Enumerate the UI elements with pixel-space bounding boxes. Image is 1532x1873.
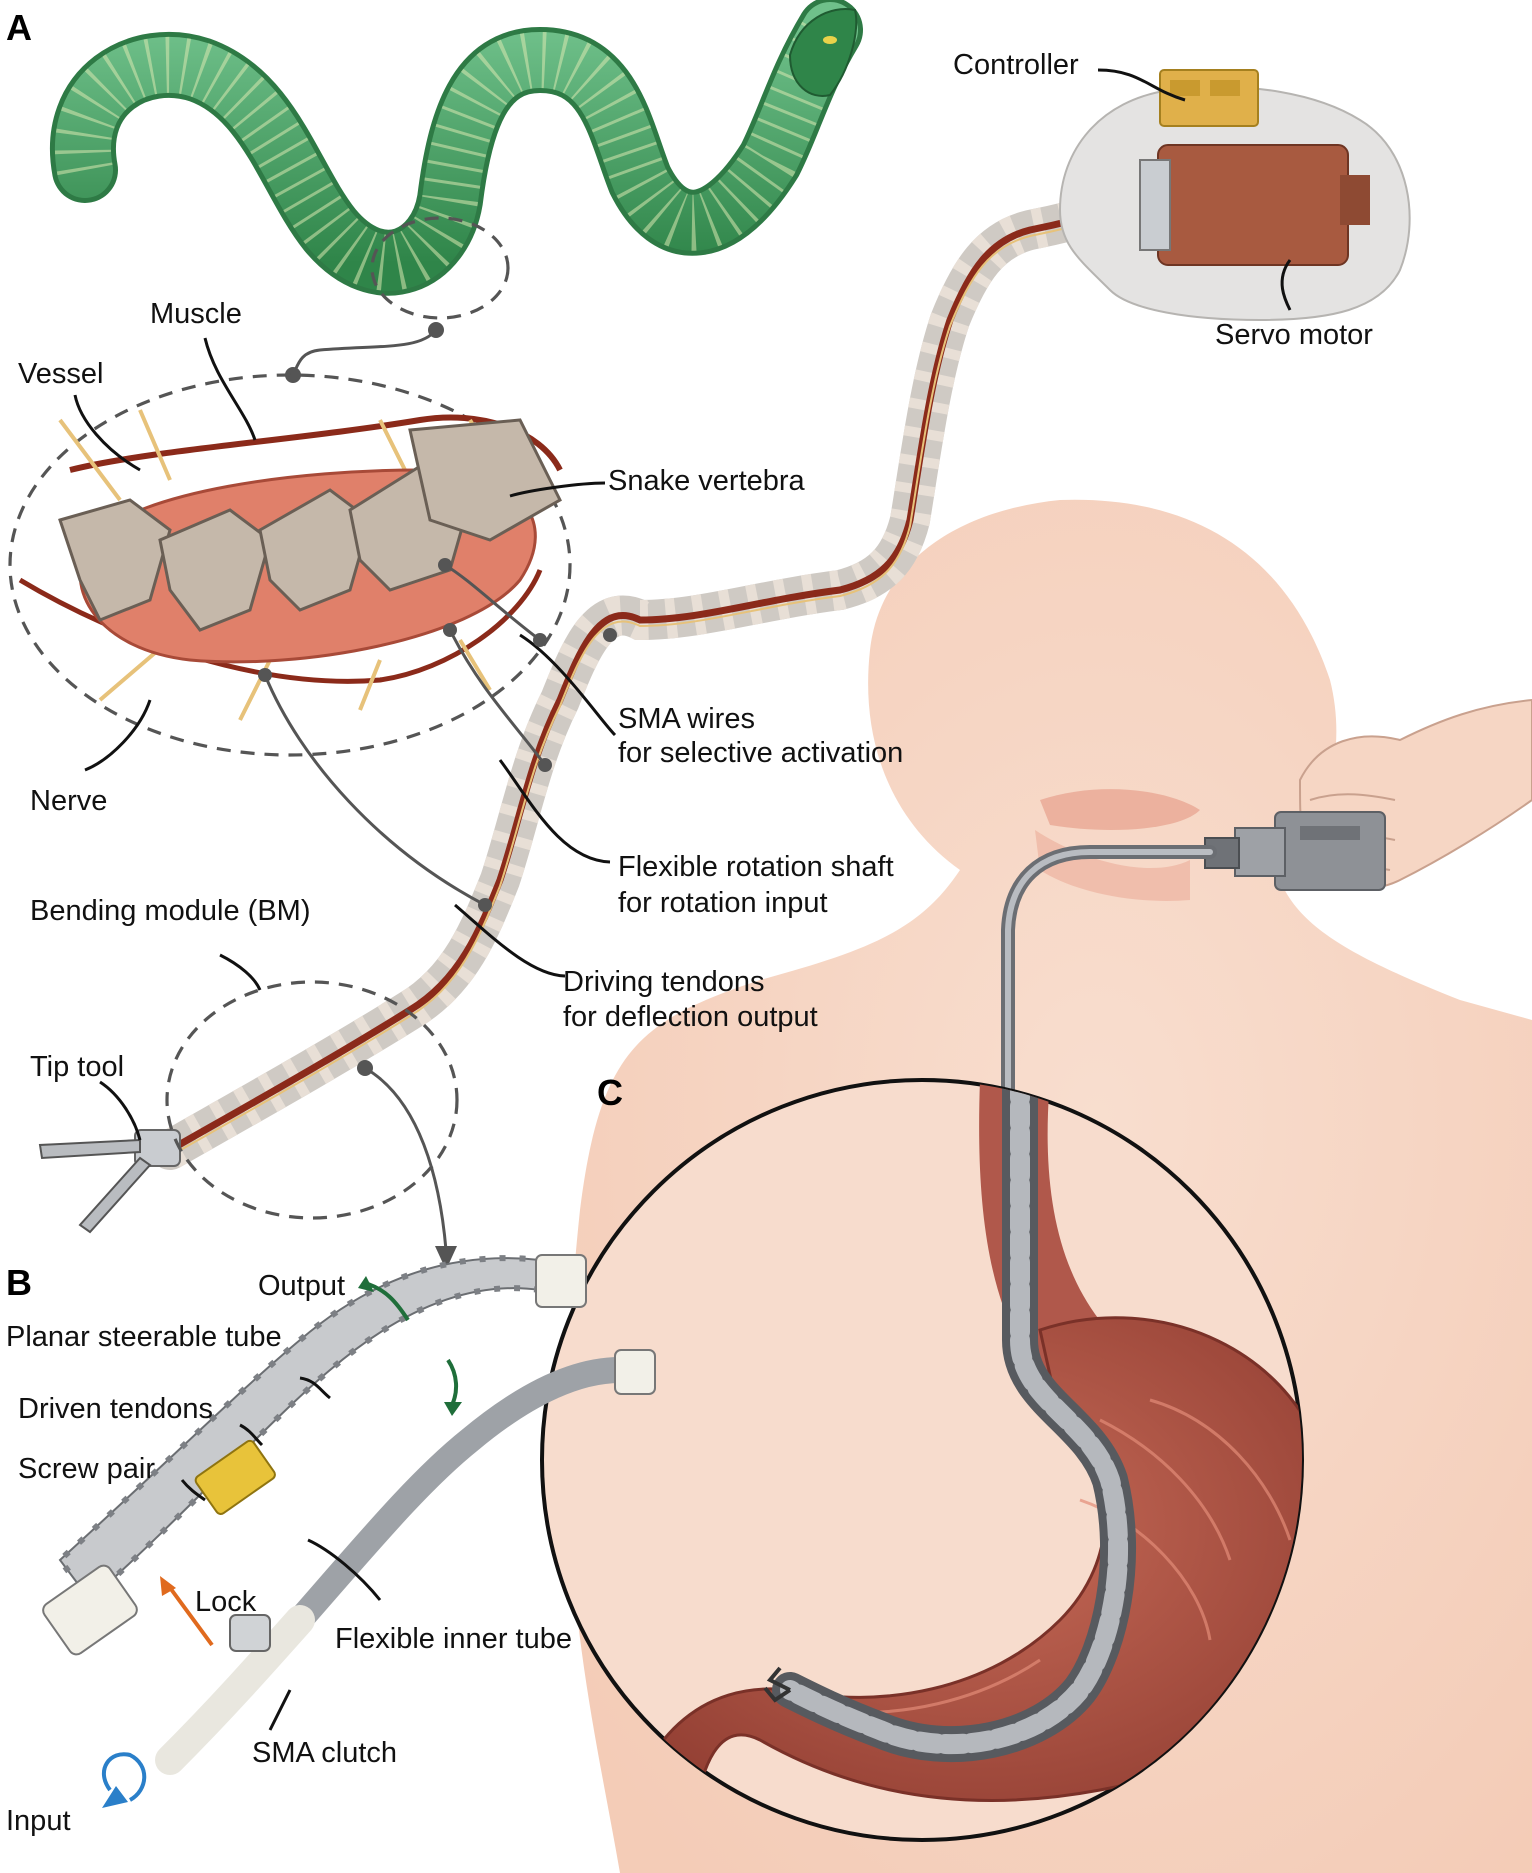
snake-spine-illustration [18, 409, 563, 721]
label-controller: Controller [953, 49, 1079, 81]
label-flex-shaft-line1: Flexible rotation shaft [618, 851, 894, 883]
panel-label-c: C [597, 1072, 623, 1113]
label-lock: Lock [195, 1586, 257, 1618]
label-driving-tendons-line2: for deflection output [563, 1001, 818, 1033]
label-flexible-inner-tube: Flexible inner tube [335, 1623, 572, 1655]
label-muscle: Muscle [150, 298, 242, 330]
stomach-magnified-view [540, 1078, 1304, 1842]
vertebra-callout-circle [8, 373, 572, 757]
label-driven-tendons: Driven tendons [18, 1393, 213, 1425]
label-sma-wires-line1: SMA wires [618, 703, 755, 735]
label-sma-wires-line2: for selective activation [618, 737, 903, 769]
panel-label-b: B [6, 1262, 32, 1303]
label-input: Input [6, 1805, 71, 1837]
label-planar-steerable-tube: Planar steerable tube [6, 1321, 282, 1353]
label-tip-tool: Tip tool [30, 1051, 124, 1083]
endoscope-shaft [1001, 845, 1217, 1207]
label-screw-pair: Screw pair [18, 1453, 155, 1485]
label-driving-tendons-line1: Driving tendons [563, 966, 765, 998]
label-flex-shaft-line2: for rotation input [618, 887, 828, 919]
tip-tool-gripper [38, 1129, 181, 1234]
label-servo-motor: Servo motor [1215, 319, 1373, 351]
label-vessel: Vessel [18, 358, 103, 390]
label-sma-clutch: SMA clutch [252, 1737, 397, 1769]
leader-lines [73, 68, 1292, 1731]
snake-highlight-circle [370, 216, 510, 320]
actuation-housing [1058, 69, 1411, 322]
label-nerve: Nerve [30, 785, 107, 817]
flexible-device-body [150, 180, 1170, 1170]
panel-label-a: A [6, 7, 32, 48]
bending-module-circle [165, 980, 459, 1220]
snake-illustration [50, 0, 863, 296]
label-output: Output [258, 1270, 345, 1302]
label-bending-module: Bending module (BM) [30, 895, 310, 927]
device-handle [1204, 811, 1386, 891]
bending-module-exploded-view [42, 1254, 656, 1808]
label-snake-vertebra: Snake vertebra [608, 465, 806, 497]
